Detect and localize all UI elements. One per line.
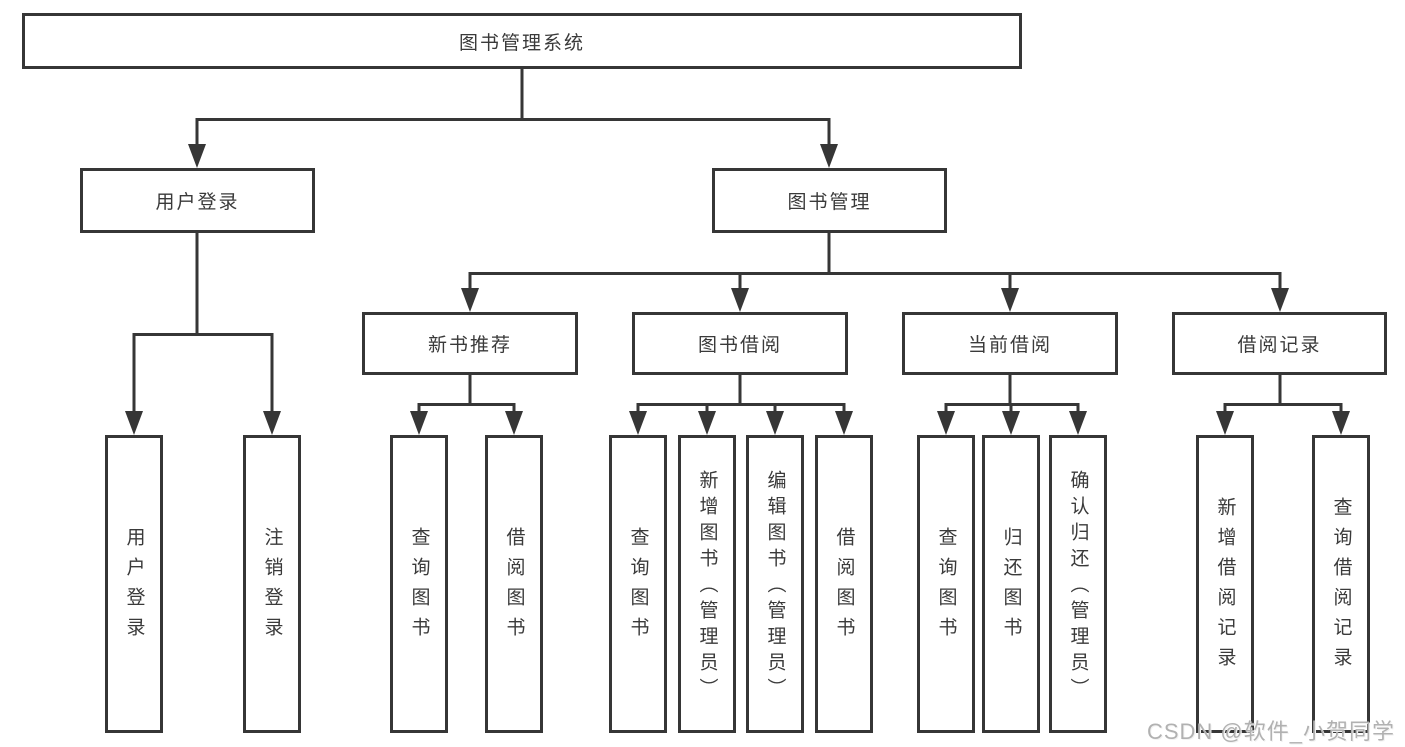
- node-leaf-add-books-admin: 新增图书（管理员）: [678, 435, 736, 733]
- node-leaf-borrow-books: 借阅图书: [815, 435, 873, 733]
- node-current-borrowing: 当前借阅: [902, 312, 1118, 375]
- csdn-watermark: CSDN @软件_小贺同学: [1146, 719, 1395, 744]
- node-leaf-return-books: 归还图书: [982, 435, 1040, 733]
- node-user-login: 用户登录: [80, 168, 315, 233]
- node-leaf-add-borrow-record: 新增借阅记录: [1196, 435, 1254, 733]
- node-leaf-confirm-return-admin: 确认归还（管理员）: [1049, 435, 1107, 733]
- node-borrow-records: 借阅记录: [1172, 312, 1387, 375]
- node-leaf-borrow-books-recommend: 借阅图书: [485, 435, 543, 733]
- node-library-management-system: 图书管理系统: [22, 13, 1022, 69]
- node-leaf-logout: 注销登录: [243, 435, 301, 733]
- node-leaf-user-login: 用户登录: [105, 435, 163, 733]
- node-book-management: 图书管理: [712, 168, 947, 233]
- node-book-borrowing: 图书借阅: [632, 312, 848, 375]
- node-leaf-edit-books-admin: 编辑图书（管理员）: [746, 435, 804, 733]
- node-leaf-query-books-recommend: 查询图书: [390, 435, 448, 733]
- node-new-book-recommendation: 新书推荐: [362, 312, 578, 375]
- node-leaf-query-books-borrowing: 查询图书: [609, 435, 667, 733]
- node-leaf-query-books-current: 查询图书: [917, 435, 975, 733]
- node-leaf-query-borrow-record: 查询借阅记录: [1312, 435, 1370, 733]
